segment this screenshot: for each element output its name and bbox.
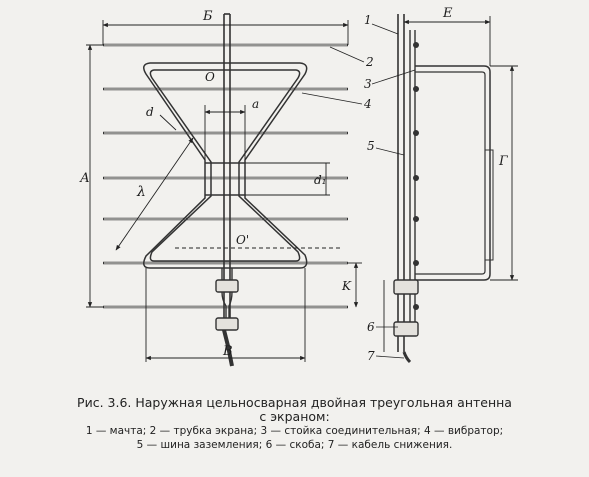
dim-label-d1: d₁ [314,173,327,187]
dimension-lines [86,20,362,362]
part-label-3: 3 [364,77,372,91]
part-label-5: 5 [367,139,375,153]
caption-legend-line2: 5 — шина заземления; 6 — скоба; 7 — кабе… [136,439,453,451]
part-leaders [301,23,416,359]
part-label-1: 1 [364,13,372,27]
side-view [393,14,494,364]
part-label-7: 7 [367,349,375,363]
dim-label-b-bottom: В [222,344,233,359]
part-label-2: 2 [365,55,374,69]
point-label-o: О [205,70,215,84]
caption-legend-line1: 1 — мачта; 2 — трубка экрана; 3 — стойка… [85,425,504,437]
side-dimension-lines [383,16,518,352]
part-label-6: 6 [367,320,375,334]
dim-label-a-height: А [79,171,90,186]
antenna-diagram: Б Е А λ d d₁ a K В Г О О' 1 2 3 4 5 6 7 [79,6,518,367]
point-label-o-prime: О' [236,233,249,247]
side-view-rungs [413,42,419,310]
mast [223,13,231,330]
dim-label-g: Г [498,154,508,169]
dim-label-e: Е [442,6,453,21]
dim-label-a-small: a [252,97,259,111]
dim-label-b-top: Б [202,9,213,24]
caption-title-line2: с экраном: [259,409,330,424]
part-label-4: 4 [363,97,372,111]
vibrator [143,62,308,269]
dim-label-k: K [341,279,352,293]
dim-label-d: d [146,105,154,119]
figure-caption: Рис. 3.6. Наружная цельносварная двойная… [0,396,589,452]
dim-label-lambda: λ [136,184,146,200]
caption-title-line1: Рис. 3.6. Наружная цельносварная двойная… [77,395,512,410]
